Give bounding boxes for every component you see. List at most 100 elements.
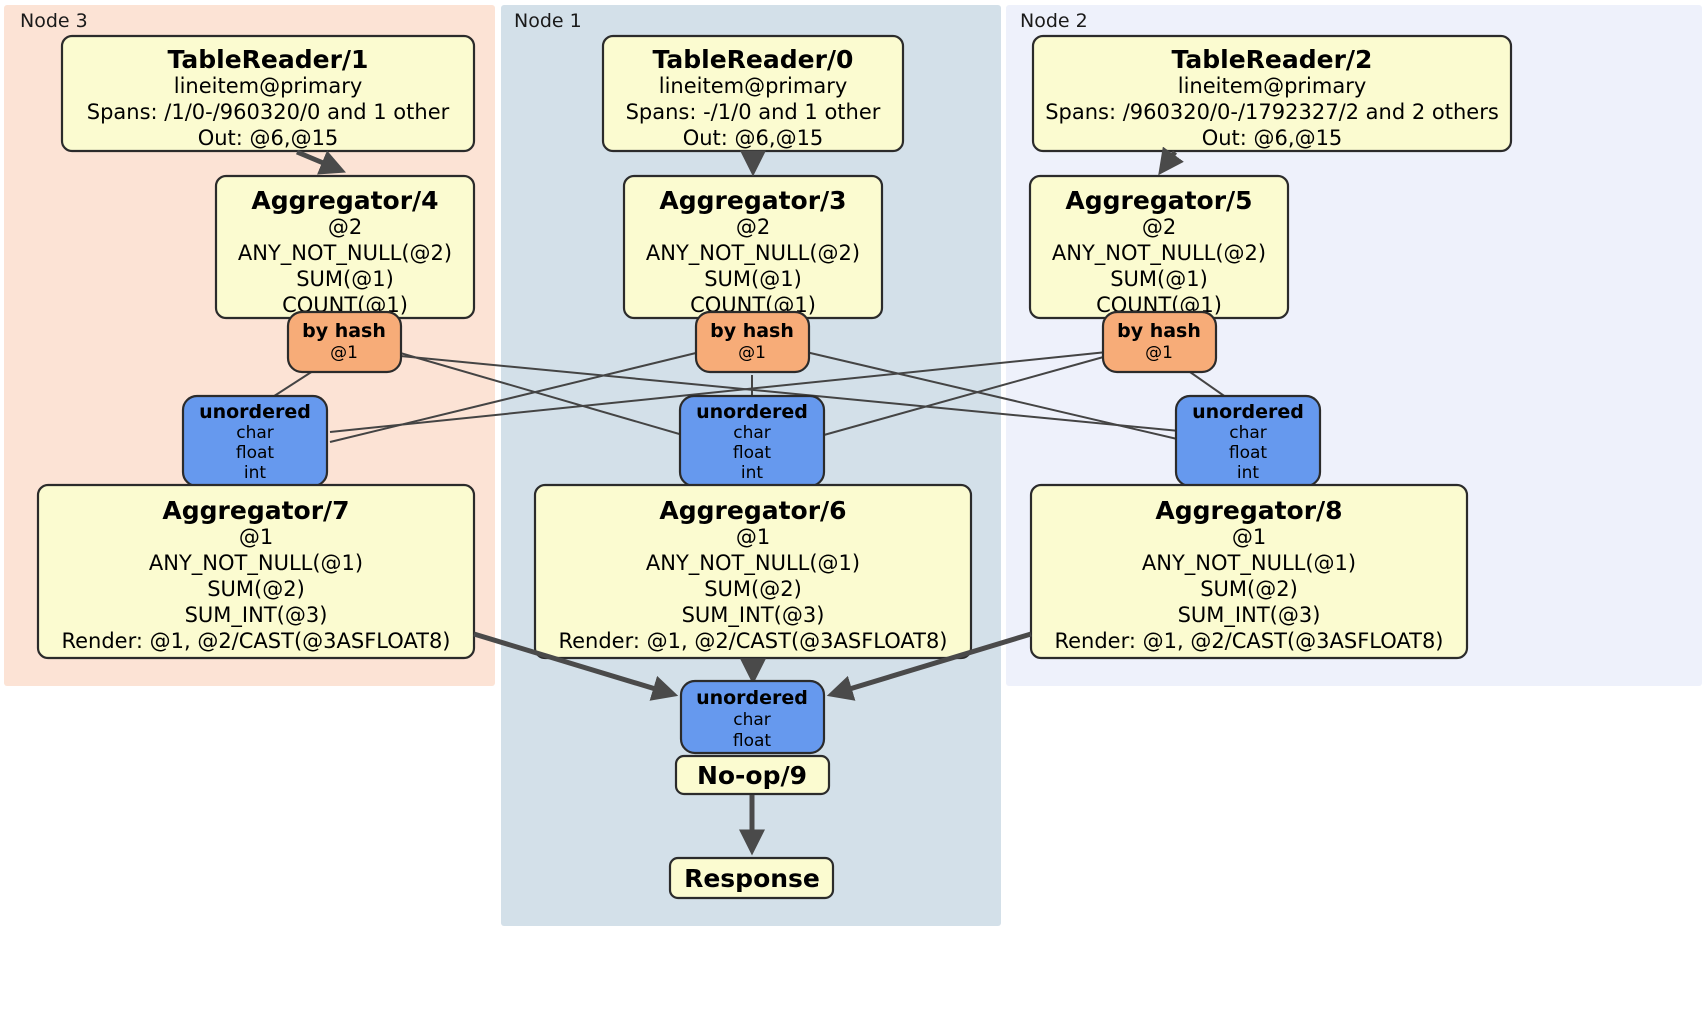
- node-aggregator-4-line-2: SUM(@1): [296, 267, 394, 291]
- node-unordered-left-title: unordered: [199, 401, 311, 423]
- node-unordered-left-line-2: int: [244, 463, 266, 483]
- node-unordered-left-line-0: char: [236, 423, 274, 443]
- node-aggregator-6-line-1: ANY_NOT_NULL(@1): [646, 551, 860, 576]
- node-unordered-final-box[interactable]: [679, 679, 826, 755]
- node-aggregator-7-line-1: ANY_NOT_NULL(@1): [149, 551, 363, 576]
- node-aggregator-3-line-0: @2: [736, 215, 770, 239]
- node-aggregator-3-line-1: ANY_NOT_NULL(@2): [646, 241, 860, 266]
- node-aggregator-7[interactable]: Aggregator/7 @1 ANY_NOT_NULL(@1) SUM(@2)…: [36, 483, 476, 660]
- edge-hash-center-to-unordered-right: [805, 351, 1191, 443]
- node-unordered-right[interactable]: unordered char float int: [1174, 394, 1322, 488]
- node-aggregator-6-line-4: Render: @1, @2/CAST(@3ASFLOAT8): [558, 629, 947, 653]
- node-unordered-final[interactable]: unordered char float: [679, 679, 826, 755]
- node-tablereader-2[interactable]: TableReader/2 lineitem@primary Spans: /9…: [1031, 34, 1513, 153]
- node-no-op-9-title: No-op/9: [697, 761, 807, 790]
- node-aggregator-7-line-3: SUM_INT(@3): [185, 603, 328, 628]
- node-aggregator-7-line-0: @1: [239, 525, 273, 549]
- edge-hash-center-to-unordered-left: [329, 351, 701, 443]
- node-tablereader-1[interactable]: TableReader/1 lineitem@primary Spans: /1…: [60, 34, 476, 153]
- final-gather-edges: [473, 631, 1032, 701]
- node-aggregator-3[interactable]: Aggregator/3 @2 ANY_NOT_NULL(@2) SUM(@1)…: [622, 174, 884, 320]
- node-tablereader-1-line-1: Spans: /1/0-/960320/0 and 1 other: [87, 100, 450, 124]
- node-by-hash-left-box[interactable]: [286, 310, 403, 374]
- node-aggregator-7-title: Aggregator/7: [162, 496, 349, 525]
- node-aggregator-4-title: Aggregator/4: [251, 186, 438, 215]
- node-response-title: Response: [684, 864, 820, 893]
- cluster-node-3-label: Node 3: [20, 10, 88, 32]
- node-unordered-left[interactable]: unordered char float int: [181, 394, 329, 488]
- edge-tablereader2-to-aggregator5: [1158, 146, 1184, 176]
- node-unordered-final-line-0: char: [733, 710, 771, 730]
- node-aggregator-8[interactable]: Aggregator/8 @1 ANY_NOT_NULL(@1) SUM(@2)…: [1029, 483, 1469, 660]
- node-aggregator-6-line-3: SUM_INT(@3): [682, 603, 825, 628]
- node-unordered-right-line-1: float: [1229, 443, 1268, 463]
- node-no-op-9[interactable]: No-op/9: [674, 754, 831, 796]
- node-aggregator-5-line-0: @2: [1142, 215, 1176, 239]
- cluster-node-2-label: Node 2: [1020, 10, 1088, 32]
- node-aggregator-8-line-1: ANY_NOT_NULL(@1): [1142, 551, 1356, 576]
- node-by-hash-right-box[interactable]: [1101, 310, 1218, 374]
- node-aggregator-6-title: Aggregator/6: [659, 496, 846, 525]
- node-aggregator-6-line-2: SUM(@2): [704, 577, 802, 601]
- node-tablereader-2-line-2: Out: @6,@15: [1202, 126, 1343, 150]
- node-aggregator-8-line-4: Render: @1, @2/CAST(@3ASFLOAT8): [1054, 629, 1443, 653]
- node-by-hash-left-title: by hash: [302, 320, 386, 342]
- edge-hash-right-to-unordered-center: [805, 355, 1108, 441]
- node-unordered-center-line-2: int: [741, 463, 763, 483]
- node-by-hash-center-title: by hash: [710, 320, 794, 342]
- node-aggregator-6-box[interactable]: [533, 483, 973, 660]
- node-aggregator-7-line-2: SUM(@2): [207, 577, 305, 601]
- node-by-hash-center[interactable]: by hash @1: [694, 310, 811, 374]
- node-aggregator-7-line-4: Render: @1, @2/CAST(@3ASFLOAT8): [61, 629, 450, 653]
- node-unordered-center[interactable]: unordered char float int: [678, 394, 826, 488]
- node-tablereader-0-line-0: lineitem@primary: [659, 74, 848, 98]
- node-aggregator-6-line-0: @1: [736, 525, 770, 549]
- node-unordered-right-title: unordered: [1192, 401, 1304, 423]
- node-aggregator-6[interactable]: Aggregator/6 @1 ANY_NOT_NULL(@1) SUM(@2)…: [533, 483, 973, 660]
- cluster-node-1-label: Node 1: [514, 10, 582, 32]
- node-tablereader-0[interactable]: TableReader/0 lineitem@primary Spans: -/…: [601, 34, 905, 153]
- node-aggregator-4-line-0: @2: [328, 215, 362, 239]
- node-aggregator-7-box[interactable]: [36, 483, 476, 660]
- node-tablereader-0-line-1: Spans: -/1/0 and 1 other: [626, 100, 881, 124]
- node-no-op-9-box[interactable]: [674, 754, 831, 796]
- node-aggregator-3-line-2: SUM(@1): [704, 267, 802, 291]
- node-response[interactable]: Response: [668, 856, 835, 900]
- node-by-hash-left-line-0: @1: [330, 343, 358, 363]
- node-unordered-center-line-1: float: [733, 443, 772, 463]
- node-response-box[interactable]: [668, 856, 835, 900]
- node-by-hash-left[interactable]: by hash @1: [286, 310, 403, 374]
- edge-tablereader1-to-aggregator4: [296, 149, 346, 175]
- node-tablereader-2-line-1: Spans: /960320/0-/1792327/2 and 2 others: [1045, 100, 1499, 124]
- node-aggregator-3-title: Aggregator/3: [659, 186, 846, 215]
- edge-hash-left-to-unordered-center: [389, 349, 701, 441]
- reader-to-aggregator-edges: [296, 146, 1184, 177]
- node-tablereader-1-box[interactable]: [60, 34, 476, 153]
- node-tablereader-0-line-2: Out: @6,@15: [683, 126, 824, 150]
- node-tablereader-0-title: TableReader/0: [653, 45, 854, 74]
- node-unordered-center-line-0: char: [733, 423, 771, 443]
- node-unordered-right-line-2: int: [1237, 463, 1259, 483]
- edge-hash-right-to-unordered-left: [329, 351, 1108, 433]
- node-tablereader-1-line-2: Out: @6,@15: [198, 126, 339, 150]
- node-unordered-left-line-1: float: [236, 443, 275, 463]
- node-aggregator-8-line-3: SUM_INT(@3): [1178, 603, 1321, 628]
- edge-hash-left-to-unordered-right: [389, 354, 1191, 433]
- node-tablereader-2-title: TableReader/2: [1172, 45, 1373, 74]
- node-aggregator-4-line-1: ANY_NOT_NULL(@2): [238, 241, 452, 266]
- node-aggregator-8-box[interactable]: [1029, 483, 1469, 660]
- node-unordered-final-line-1: float: [733, 731, 772, 751]
- node-aggregator-5-line-1: ANY_NOT_NULL(@2): [1052, 241, 1266, 266]
- node-by-hash-right[interactable]: by hash @1: [1101, 310, 1218, 374]
- node-tablereader-1-title: TableReader/1: [168, 45, 369, 74]
- node-aggregator-5[interactable]: Aggregator/5 @2 ANY_NOT_NULL(@2) SUM(@1)…: [1028, 174, 1290, 320]
- node-aggregator-4[interactable]: Aggregator/4 @2 ANY_NOT_NULL(@2) SUM(@1)…: [214, 174, 476, 320]
- node-aggregator-8-title: Aggregator/8: [1155, 496, 1342, 525]
- node-by-hash-right-line-0: @1: [1145, 343, 1173, 363]
- edge-aggregator8-to-unordered-final: [826, 631, 1032, 701]
- node-tablereader-2-box[interactable]: [1031, 34, 1513, 153]
- node-by-hash-right-title: by hash: [1117, 320, 1201, 342]
- node-unordered-final-title: unordered: [696, 687, 808, 709]
- node-by-hash-center-box[interactable]: [694, 310, 811, 374]
